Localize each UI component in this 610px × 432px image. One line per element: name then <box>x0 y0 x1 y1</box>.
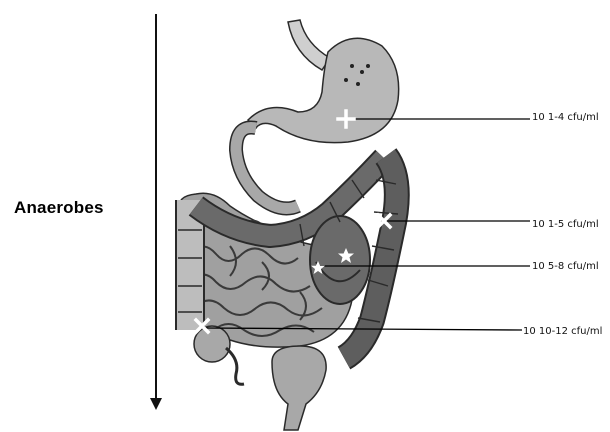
gradient-arrow <box>150 14 162 410</box>
count-label-sigmoid: 10 5-8 cfu/ml <box>532 261 599 272</box>
count-label-stomach: 10 1-4 cfu/ml <box>532 112 599 123</box>
count-label-colon: 10 1-5 cfu/ml <box>532 219 599 230</box>
esophagus <box>288 20 330 70</box>
count-label-cecum: 10 10-12 cfu/ml <box>523 326 602 337</box>
anaerobes-label: Anaerobes <box>14 198 104 218</box>
arrow-down-icon <box>150 398 162 410</box>
